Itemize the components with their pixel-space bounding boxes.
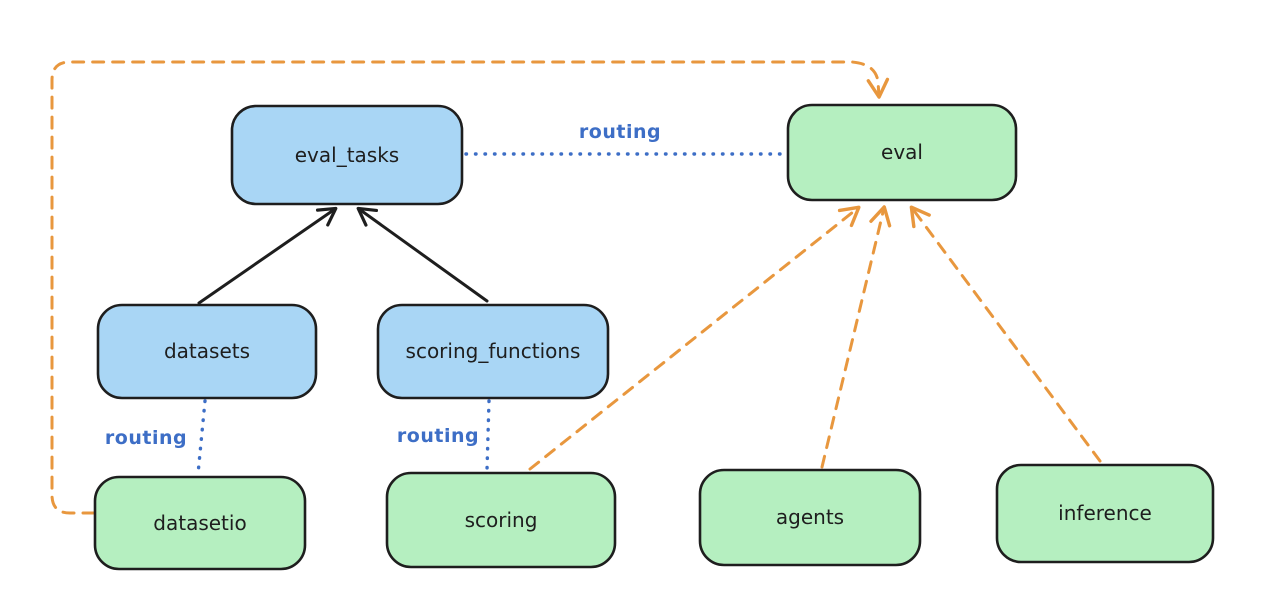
node-scoring-label: scoring: [465, 508, 538, 532]
node-eval-label: eval: [881, 140, 923, 164]
node-inference-label: inference: [1058, 501, 1152, 525]
node-eval: eval: [786, 103, 1018, 202]
node-scoring-functions-box: [376, 303, 610, 400]
node-eval-box: [786, 103, 1018, 202]
edge-scoring-functions-to-scoring: [485, 399, 491, 472]
node-agents: agents: [698, 468, 922, 567]
edge-scoring-to-eval: [528, 205, 861, 471]
node-inference: inference: [995, 463, 1215, 564]
routing-label-eval-tasks-eval: routing: [579, 121, 661, 143]
node-scoring: scoring: [385, 471, 617, 569]
node-agents-box: [698, 468, 922, 567]
node-eval-tasks-label: eval_tasks: [295, 143, 399, 167]
node-datasets-box: [96, 303, 318, 400]
edge-agents-to-eval: [820, 205, 892, 469]
node-datasetio: datasetio: [93, 475, 307, 571]
edge-datasetio-to-eval: [50, 60, 890, 515]
node-agents-label: agents: [776, 505, 844, 529]
edges-layer: [50, 60, 1102, 515]
node-scoring-functions: scoring_functions: [376, 303, 610, 400]
nodes-layer: eval_tasks eval datasets scoring_functio…: [93, 103, 1215, 571]
node-datasetio-box: [93, 475, 307, 571]
node-datasetio-label: datasetio: [153, 511, 246, 535]
edge-scoring-functions-to-eval-tasks: [356, 206, 489, 303]
node-datasets-label: datasets: [164, 339, 250, 363]
node-scoring-box: [385, 471, 617, 569]
node-scoring-functions-label: scoring_functions: [406, 339, 581, 363]
node-datasets: datasets: [96, 303, 318, 400]
routing-label-datasets-datasetio: routing: [105, 427, 187, 449]
edge-datasets-to-eval-tasks: [197, 206, 338, 305]
edge-inference-to-eval: [909, 205, 1102, 463]
edge-labels-layer: routing routing routing: [105, 121, 661, 449]
node-eval-tasks-box: [230, 104, 464, 206]
routing-label-scoring-functions-scoring: routing: [397, 425, 479, 447]
node-eval-tasks: eval_tasks: [230, 104, 464, 206]
node-inference-box: [995, 463, 1215, 564]
edge-datasets-to-datasetio: [196, 399, 207, 476]
